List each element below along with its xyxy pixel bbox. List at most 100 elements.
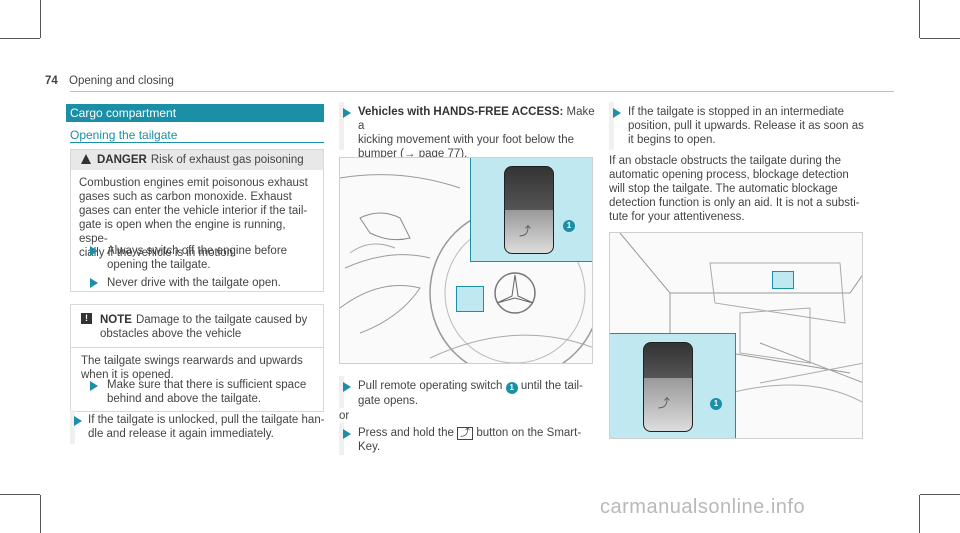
crop-mark (0, 38, 40, 39)
step-arrow-icon (74, 416, 82, 426)
note-body: The tailgate swings rearwards and upward… (71, 354, 323, 382)
hands-free-label: Vehicles with HANDS-FREE ACCESS: (358, 106, 564, 118)
cargo-drawing (619, 233, 862, 403)
step-bar (70, 410, 75, 444)
text-line: gases such as carbon monoxide. Exhaust (79, 191, 292, 203)
step-arrow-icon (90, 381, 98, 391)
crop-mark (920, 38, 960, 39)
crop-mark (0, 494, 40, 495)
text-line: cially if the vehicle is in motion. (79, 247, 237, 259)
step-arrow-icon (613, 108, 621, 118)
text-line: Make a (358, 106, 595, 132)
tailgate-button-icon: ⤴ (457, 427, 474, 440)
pull-step: Pull remote operating switch 1 until the… (358, 379, 583, 408)
step-arrow-icon (343, 108, 351, 118)
text-line: will stop the tailgate. The automatic bl… (609, 183, 838, 195)
step-arrow-icon (343, 429, 351, 439)
text-line: it begins to open. (628, 134, 716, 146)
text-line: when it is opened. (81, 369, 174, 381)
text-line: The tailgate swings rearwards and upward… (81, 355, 303, 367)
press-step: Press and hold the ⤴ button on the Smart… (358, 426, 581, 454)
warning-triangle-icon (81, 154, 91, 164)
text-line: obstacles above the vehicle (100, 328, 242, 340)
chapter-title: Opening and closing (69, 75, 174, 87)
steering-wheel-illustration: ⤴ 1 (339, 157, 593, 364)
col3-step: If the tailgate is stopped in an interme… (628, 105, 864, 147)
note-divider (71, 347, 323, 348)
text-line: If an obstacle obstructs the tailgate du… (609, 155, 842, 167)
text-line: If the tailgate is unlocked, pull the ta… (88, 414, 325, 426)
remote-switch (643, 342, 693, 432)
text-line: Always switch off the engine before (107, 245, 288, 257)
text-line: Damage to the tailgate caused by (135, 314, 308, 326)
callout-badge: 1 (563, 220, 575, 232)
note-step: Make sure that there is sufficient space… (107, 378, 306, 406)
text-line: Press and hold the (358, 427, 454, 439)
page-number: 74 (45, 75, 58, 87)
text-line: Combustion engines emit poisonous exhaus… (79, 177, 308, 189)
danger-step-2: Never drive with the tailgate open. (107, 276, 281, 290)
danger-label: DANGER (97, 154, 147, 166)
callout-badge: 1 (505, 382, 518, 394)
text-line: gases can enter the vehicle interior if … (79, 205, 308, 217)
crop-mark (40, 495, 41, 533)
text-line: gate opens. (358, 395, 419, 407)
text-line: opening the tailgate. (107, 259, 211, 271)
danger-title: Risk of exhaust gas poisoning (150, 154, 304, 166)
crop-mark (40, 0, 41, 38)
callout-badge: 1 (710, 398, 722, 410)
step-bar (339, 102, 344, 150)
hands-free-step: Vehicles with HANDS-FREE ACCESS: Make a … (358, 105, 598, 161)
tailgate-icon: ⤴ (519, 224, 532, 238)
danger-step-1: Always switch off the engine before open… (107, 244, 287, 272)
text-line: gate is open when the engine is running,… (79, 219, 286, 245)
text-line: detection function is only an aid. It is… (609, 197, 860, 209)
text-line: If the tailgate is stopped in an interme… (628, 106, 845, 118)
text-line: dle and release it again immediately. (88, 428, 274, 440)
page-header: 74 Opening and closing (45, 74, 174, 88)
text-line: Never drive with the tailgate open. (107, 277, 281, 289)
step-arrow-icon (90, 278, 98, 288)
crop-mark (920, 494, 960, 495)
text-line: Pull remote operating switch (358, 380, 503, 392)
switch-highlight (456, 286, 484, 312)
section-title: Cargo compartment (66, 104, 324, 122)
note-label: NOTE (100, 314, 132, 326)
step-bar (339, 423, 344, 455)
text-line: tute for your attentiveness. (609, 211, 745, 223)
remote-switch (504, 166, 554, 254)
text-line: Make sure that there is sufficient space (107, 379, 307, 391)
cargo-illustration: ⤴ 1 (609, 232, 863, 439)
step-arrow-icon (90, 246, 98, 256)
text-line: automatic opening process, blockage dete… (609, 169, 849, 181)
exclamation-icon: ! (81, 313, 92, 324)
tailgate-icon: ⤴ (658, 396, 671, 410)
text-line: position, pull it upwards. Release it as… (628, 120, 864, 132)
text-line: button on the Smart- (476, 427, 582, 439)
col1-step: If the tailgate is unlocked, pull the ta… (88, 413, 325, 441)
step-bar (609, 102, 614, 150)
header-rule (70, 91, 894, 92)
text-line: until the tail- (520, 380, 583, 392)
callout-panel: ⤴ 1 (610, 333, 736, 438)
crop-mark (919, 495, 920, 533)
or-text: or (339, 410, 350, 422)
subsection-rule (70, 142, 324, 143)
text-line: Key. (358, 441, 381, 453)
col3-paragraph: If an obstacle obstructs the tailgate du… (609, 154, 860, 224)
step-arrow-icon (343, 382, 351, 392)
danger-text: Combustion engines emit poisonous exhaus… (79, 176, 315, 260)
subsection-title: Opening the tailgate (70, 128, 178, 142)
switch-highlight (772, 271, 794, 289)
step-bar (339, 376, 344, 408)
crop-mark (919, 0, 920, 38)
danger-body: Combustion engines emit poisonous exhaus… (71, 170, 323, 266)
callout-panel: ⤴ 1 (470, 158, 592, 262)
text-line: kicking movement with your foot below th… (358, 134, 575, 146)
text-line: behind and above the tailgate. (107, 393, 262, 405)
